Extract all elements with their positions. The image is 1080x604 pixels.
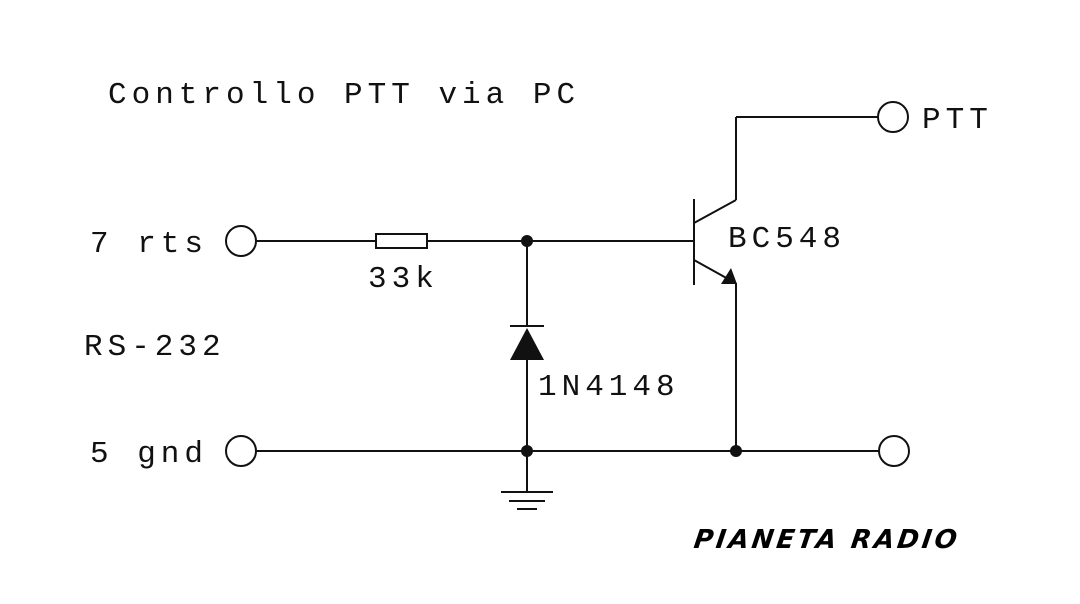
- diode-label: 1N4148: [538, 370, 680, 405]
- ground-icon: [501, 451, 553, 510]
- resistor-33k: [375, 233, 428, 249]
- resistor-label: 33k: [368, 262, 439, 297]
- pianeta-radio-logo: PIANETA RADIO: [692, 525, 962, 555]
- ptt-terminal: [877, 101, 909, 133]
- gnd-terminal-label: 5 gnd: [90, 437, 208, 472]
- rts-terminal: [225, 225, 257, 257]
- transistor-label: BC548: [728, 222, 846, 257]
- rs232-label: RS-232: [84, 330, 226, 365]
- output-gnd-terminal: [878, 435, 910, 467]
- schematic-title: Controllo PTT via PC: [108, 78, 580, 113]
- diode-1n4148: [510, 328, 544, 360]
- transistor-bc548: [693, 116, 878, 451]
- gnd-terminal: [225, 435, 257, 467]
- rts-terminal-label: 7 rts: [90, 227, 208, 262]
- ptt-terminal-label: PTT: [922, 103, 993, 138]
